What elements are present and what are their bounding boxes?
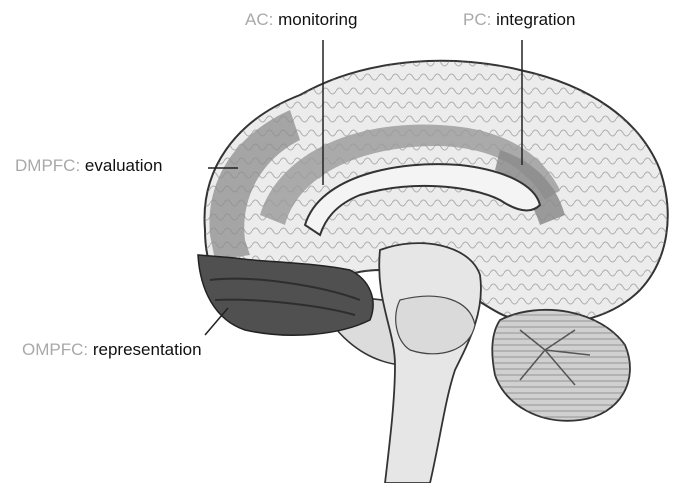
dmpfc-separator: : [75,156,84,175]
dmpfc-label: DMPFC: evaluation [15,156,162,176]
ompfc-separator: : [83,340,92,359]
pc-separator: : [487,10,496,29]
pc-function: integration [496,10,575,29]
pc-label: PC: integration [463,10,575,30]
ompfc-label: OMPFC: representation [22,340,202,360]
ac-function: monitoring [278,10,357,29]
dmpfc-function: evaluation [85,156,163,175]
ac-label: AC: monitoring [245,10,357,30]
pc-region-name: PC [463,10,487,29]
ac-separator: : [269,10,278,29]
ompfc-leader-line [205,308,228,335]
ac-region-name: AC [245,10,269,29]
ompfc-function: representation [93,340,202,359]
dmpfc-region-name: DMPFC [15,156,75,175]
brainstem [379,243,481,483]
ompfc-region-name: OMPFC [22,340,83,359]
